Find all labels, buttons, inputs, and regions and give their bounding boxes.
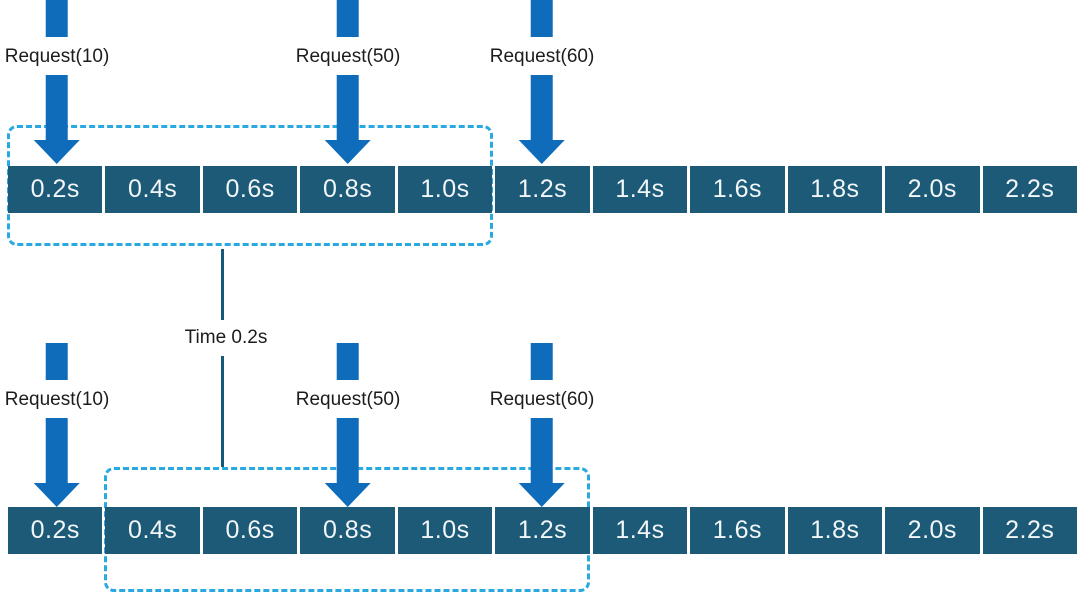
down-arrow-icon xyxy=(325,140,371,164)
timeline-cell: 1.8s xyxy=(787,507,883,554)
down-arrow-icon xyxy=(325,483,371,507)
request-line-tail xyxy=(531,343,553,380)
timeline-cell: 2.0s xyxy=(885,166,980,213)
down-arrow-shaft xyxy=(337,418,359,483)
down-arrow-icon xyxy=(34,140,80,164)
timeline-cell: 1.0s xyxy=(397,166,493,213)
request-arrow-group: Request(10) xyxy=(4,0,110,164)
timeline-cell: 0.2s xyxy=(8,166,103,213)
timeline-cell: 1.2s xyxy=(495,507,590,554)
timeline-cell: 1.2s xyxy=(495,166,590,213)
down-arrow-icon xyxy=(519,483,565,507)
timeline-cell: 1.6s xyxy=(690,166,785,213)
down-arrow-icon xyxy=(519,140,565,164)
request-arrow-group: Request(60) xyxy=(489,343,595,507)
timeline-cell: 2.2s xyxy=(982,507,1077,554)
timeline-cell: 1.4s xyxy=(592,166,688,213)
timeline-cell: 0.2s xyxy=(8,507,103,554)
request-arrow-group: Request(10) xyxy=(4,343,110,507)
request-label: Request(10) xyxy=(4,46,110,67)
request-line-tail xyxy=(337,0,359,37)
timeline-cell: 0.8s xyxy=(300,507,395,554)
time-shift-label: Time 0.2s xyxy=(184,327,268,348)
request-label: Request(10) xyxy=(4,389,110,410)
request-label: Request(50) xyxy=(295,46,401,67)
timeline-cell: 2.0s xyxy=(885,507,980,554)
timeline-cell: 0.8s xyxy=(300,166,395,213)
timeline-cell: 1.8s xyxy=(787,166,883,213)
timeline-cell: 1.0s xyxy=(397,507,493,554)
timeline-cell: 1.4s xyxy=(592,507,688,554)
down-arrow-shaft xyxy=(337,75,359,140)
down-arrow-icon xyxy=(34,483,80,507)
request-line-tail xyxy=(531,0,553,37)
request-label: Request(60) xyxy=(489,46,595,67)
down-arrow-shaft xyxy=(531,75,553,140)
request-arrow-group: Request(60) xyxy=(489,0,595,164)
down-arrow-shaft xyxy=(531,418,553,483)
request-line-tail xyxy=(46,0,68,37)
timeline-cell: 2.2s xyxy=(982,166,1077,213)
down-arrow-shaft xyxy=(46,418,68,483)
request-label: Request(50) xyxy=(295,389,401,410)
timeline-cell: 0.4s xyxy=(105,507,200,554)
request-label: Request(60) xyxy=(489,389,595,410)
request-line-tail xyxy=(337,343,359,380)
request-line-tail xyxy=(46,343,68,380)
request-arrow-group: Request(50) xyxy=(295,343,401,507)
connector-line-upper xyxy=(221,249,224,320)
request-arrow-group: Request(50) xyxy=(295,0,401,164)
timeline-cell: 0.6s xyxy=(202,507,298,554)
down-arrow-shaft xyxy=(46,75,68,140)
timeline-cell: 0.4s xyxy=(105,166,200,213)
timeline-cell: 0.6s xyxy=(202,166,298,213)
timeline-cell: 1.6s xyxy=(690,507,785,554)
connector-line-lower xyxy=(221,356,224,467)
